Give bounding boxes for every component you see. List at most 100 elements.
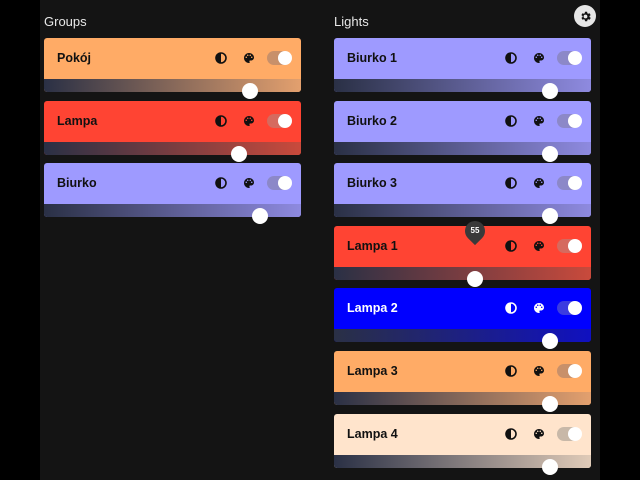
groups-card-3: Biurko — [44, 163, 301, 225]
light-name: Biurko 1 — [347, 51, 398, 65]
color-button[interactable] — [533, 428, 545, 440]
palette-icon — [534, 366, 544, 376]
palette-icon — [534, 115, 544, 126]
palette-icon — [244, 115, 254, 126]
power-toggle[interactable] — [557, 238, 582, 253]
groups-title: Groups — [44, 14, 87, 29]
brightness-slider-thumb[interactable] — [541, 396, 558, 412]
color-button[interactable] — [533, 240, 545, 252]
lights-card-1: Biurko 1 — [334, 38, 591, 99]
color-button[interactable] — [533, 177, 545, 189]
toggle-knob — [568, 426, 582, 441]
light-name: Biurko — [57, 176, 97, 191]
color-button[interactable] — [533, 115, 545, 127]
brightness-button[interactable] — [505, 177, 517, 189]
toggle-knob — [568, 113, 582, 128]
brightness-slider-thumb[interactable] — [541, 208, 558, 225]
brightness-slider-track[interactable] — [334, 266, 591, 280]
brightness-button[interactable] — [215, 114, 227, 127]
lights-card-2: Biurko 2 — [334, 100, 591, 162]
light-name: Pokój — [57, 51, 92, 65]
contrast-icon — [215, 177, 227, 189]
brightness-button[interactable] — [215, 177, 227, 189]
brightness-slider-thumb[interactable] — [541, 458, 558, 475]
lights-card-7: Lampa 4 — [334, 413, 591, 475]
brightness-slider-thumb[interactable] — [541, 145, 558, 162]
palette-icon — [534, 178, 544, 189]
contrast-icon — [215, 114, 227, 127]
light-name: Lampa 3 — [347, 364, 398, 378]
power-toggle[interactable] — [557, 301, 582, 316]
brightness-slider-track[interactable] — [44, 79, 301, 92]
power-toggle[interactable] — [267, 176, 292, 191]
power-toggle[interactable] — [557, 364, 582, 378]
contrast-icon — [505, 177, 517, 189]
contrast-icon — [215, 52, 227, 64]
brightness-button[interactable] — [505, 52, 517, 64]
contrast-icon — [505, 52, 517, 64]
light-name: Lampa — [57, 113, 98, 128]
toggle-knob — [278, 51, 292, 65]
toggle-knob — [568, 301, 582, 316]
brightness-slider-thumb[interactable] — [541, 333, 558, 350]
palette-icon — [534, 240, 544, 251]
color-button[interactable] — [243, 52, 255, 64]
lights-card-4: Lampa 1 55 — [334, 216, 591, 287]
brightness-button[interactable] — [505, 365, 517, 377]
gear-icon — [580, 11, 591, 21]
groups-card-2: Lampa — [44, 100, 301, 162]
brightness-slider-thumb[interactable] — [467, 270, 484, 287]
color-button[interactable] — [243, 115, 255, 127]
color-button[interactable] — [533, 365, 545, 377]
color-button[interactable] — [533, 302, 545, 314]
power-toggle[interactable] — [557, 113, 582, 128]
power-toggle[interactable] — [267, 51, 292, 65]
groups-card-1: Pokój — [44, 38, 301, 99]
color-button[interactable] — [243, 177, 255, 189]
power-toggle[interactable] — [557, 426, 582, 441]
toggle-knob — [568, 238, 582, 253]
power-toggle[interactable] — [557, 176, 582, 191]
brightness-slider-track[interactable] — [334, 329, 591, 343]
lights-card-3: Biurko 3 — [334, 163, 591, 225]
brightness-slider-track[interactable] — [334, 392, 591, 405]
settings-button[interactable] — [574, 5, 596, 27]
brightness-slider-track[interactable] — [44, 204, 301, 218]
palette-icon — [244, 178, 254, 189]
brightness-slider-thumb[interactable] — [251, 208, 268, 225]
toggle-knob — [568, 51, 582, 65]
contrast-icon — [505, 365, 517, 377]
lights-title: Lights — [334, 14, 369, 29]
brightness-button[interactable] — [505, 302, 517, 315]
brightness-slider-track[interactable] — [334, 204, 591, 218]
light-name: Biurko 3 — [347, 176, 398, 191]
lights-card-5: Lampa 2 — [334, 288, 591, 350]
brightness-button[interactable] — [505, 114, 517, 127]
brightness-button[interactable] — [215, 52, 227, 64]
contrast-icon — [505, 302, 517, 315]
palette-icon — [534, 303, 544, 314]
light-name: Lampa 4 — [347, 426, 398, 441]
brightness-slider-track[interactable] — [44, 141, 301, 155]
brightness-slider-track[interactable] — [334, 454, 591, 468]
brightness-slider-thumb[interactable] — [241, 83, 258, 99]
palette-icon — [244, 53, 254, 63]
lights-card-6: Lampa 3 — [334, 351, 591, 412]
toggle-knob — [278, 113, 292, 128]
brightness-slider-thumb[interactable] — [231, 145, 248, 162]
palette-icon — [534, 53, 544, 63]
brightness-slider-track[interactable] — [334, 141, 591, 155]
brightness-slider-track[interactable] — [334, 79, 591, 92]
toggle-knob — [278, 176, 292, 191]
light-name: Biurko 2 — [347, 113, 398, 128]
contrast-icon — [505, 239, 517, 252]
brightness-button[interactable] — [505, 239, 517, 252]
toggle-knob — [568, 176, 582, 191]
brightness-slider-thumb[interactable] — [541, 83, 558, 99]
power-toggle[interactable] — [557, 51, 582, 65]
brightness-button[interactable] — [505, 427, 517, 440]
toggle-knob — [568, 364, 582, 378]
power-toggle[interactable] — [267, 113, 292, 128]
color-button[interactable] — [533, 52, 545, 64]
light-name: Lampa 2 — [347, 301, 398, 316]
